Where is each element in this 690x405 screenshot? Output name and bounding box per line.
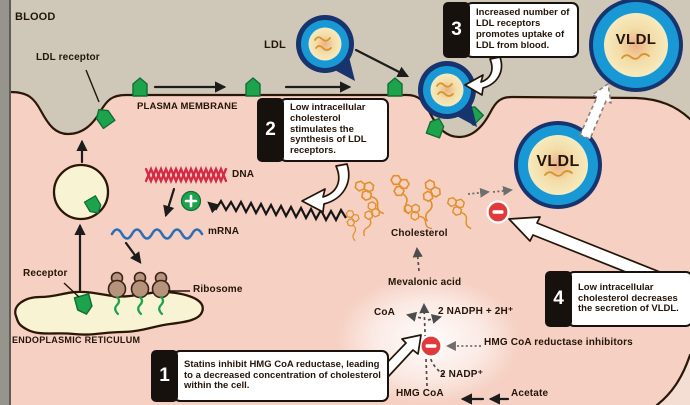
dna-label: DNA xyxy=(232,169,255,180)
coa-branch-arrow xyxy=(406,311,422,322)
nascent-peptide xyxy=(137,295,144,316)
vldl-cell-label: VLDL xyxy=(536,153,580,170)
mevalonic-acid-label: Mevalonic acid xyxy=(388,277,462,288)
nadph-branch-arrow xyxy=(427,314,442,324)
ribosome xyxy=(107,271,127,299)
nascent-peptide xyxy=(158,295,165,316)
ldl-label: LDL xyxy=(264,39,286,51)
inhibition-minus-icon xyxy=(486,200,510,224)
signal-zigzag-arrow xyxy=(207,198,347,223)
mrna-strand xyxy=(110,228,204,240)
nascent-peptide xyxy=(114,295,121,316)
ldl-receptor-pointer xyxy=(85,69,100,103)
vldl-blood-label: VLDL xyxy=(615,31,657,48)
endoplasmic-reticulum xyxy=(14,290,204,336)
transcription-arrow xyxy=(163,187,176,218)
blood-label: BLOOD xyxy=(15,11,56,23)
ldl-binding-arrow xyxy=(354,48,410,78)
callout-4: 4 Low intracellular cholesterol decrease… xyxy=(545,271,690,327)
receptor-pointer xyxy=(63,282,80,298)
cholesterol-to-vldl-dotted-arrow xyxy=(492,185,513,196)
ldl-receptor-on-membrane xyxy=(387,77,403,97)
translation-arrow xyxy=(124,241,142,264)
inhibition-minus-icon xyxy=(419,334,443,358)
dna-helix xyxy=(144,166,228,184)
ribosome xyxy=(130,271,150,299)
vldl-particle-blood xyxy=(589,0,683,92)
mevalonate-to-cholesterol-arrow xyxy=(412,246,423,272)
callout-2-text: Low intracellular cholesterol stimulates… xyxy=(279,98,389,162)
stimulation-plus-icon xyxy=(180,190,202,212)
receptor-label: Receptor xyxy=(23,268,68,279)
callout-3-text: Increased number of LDL receptors promot… xyxy=(465,2,579,58)
outside-corner xyxy=(657,355,690,405)
nadph-label: 2 NADPH + 2H⁺ xyxy=(438,306,514,317)
hmgcoa-to-mevalonate-arrow xyxy=(419,302,430,387)
ldl-particle xyxy=(295,14,356,82)
callout-1-text: Statins inhibit HMG CoA reductase, leadi… xyxy=(173,350,389,402)
vldl-secretion-arrow xyxy=(579,83,612,140)
left-gray-bar xyxy=(0,0,10,405)
ribosome-label: Ribosome xyxy=(193,284,243,295)
callout-4-text: Low intracellular cholesterol decreases … xyxy=(567,271,690,327)
cholesterol-to-vldl-dotted-arrow xyxy=(467,187,490,198)
coa-label: CoA xyxy=(374,307,396,318)
callout3-arrow xyxy=(464,56,503,96)
left-gray-bar-edge xyxy=(9,0,11,405)
acetate-label: Acetate xyxy=(511,388,549,399)
cell-corner-line xyxy=(655,353,690,405)
transport-vesicle xyxy=(52,163,110,221)
callout-3-number: 3 xyxy=(443,2,470,58)
callout-1-number: 1 xyxy=(151,350,178,402)
hmg-inhibitors-label: HMG CoA reductase inhibitors xyxy=(484,337,633,348)
callout-2-number: 2 xyxy=(257,98,284,162)
hmg-coa-label: HMG CoA xyxy=(396,388,444,399)
ribosome xyxy=(151,271,171,299)
callout2-arrow xyxy=(301,163,350,213)
ldl-receptor-on-membrane xyxy=(245,77,261,97)
dna-helix xyxy=(144,166,228,184)
callout-3: 3 Increased number of LDL receptors prom… xyxy=(443,2,579,58)
callout-4-number: 4 xyxy=(545,271,572,327)
plasma-membrane-label: PLASMA MEMBRANE xyxy=(137,101,238,112)
mrna-label: mRNA xyxy=(208,226,240,237)
ldl-receptor-label: LDL receptor xyxy=(36,52,100,63)
cholesterol-label: Cholesterol xyxy=(391,228,448,239)
callout-1: 1 Statins inhibit HMG CoA reductase, lea… xyxy=(151,350,389,402)
vldl-particle-intracellular xyxy=(514,121,602,209)
ldl-receptor-on-membrane xyxy=(132,77,148,97)
nadp-label: 2 NADP⁺ xyxy=(440,369,484,380)
callout-2: 2 Low intracellular cholesterol stimulat… xyxy=(257,98,389,162)
endoplasmic-reticulum-label: ENDOPLASMIC RETICULUM xyxy=(12,335,141,345)
callout1-arrow xyxy=(378,334,422,379)
